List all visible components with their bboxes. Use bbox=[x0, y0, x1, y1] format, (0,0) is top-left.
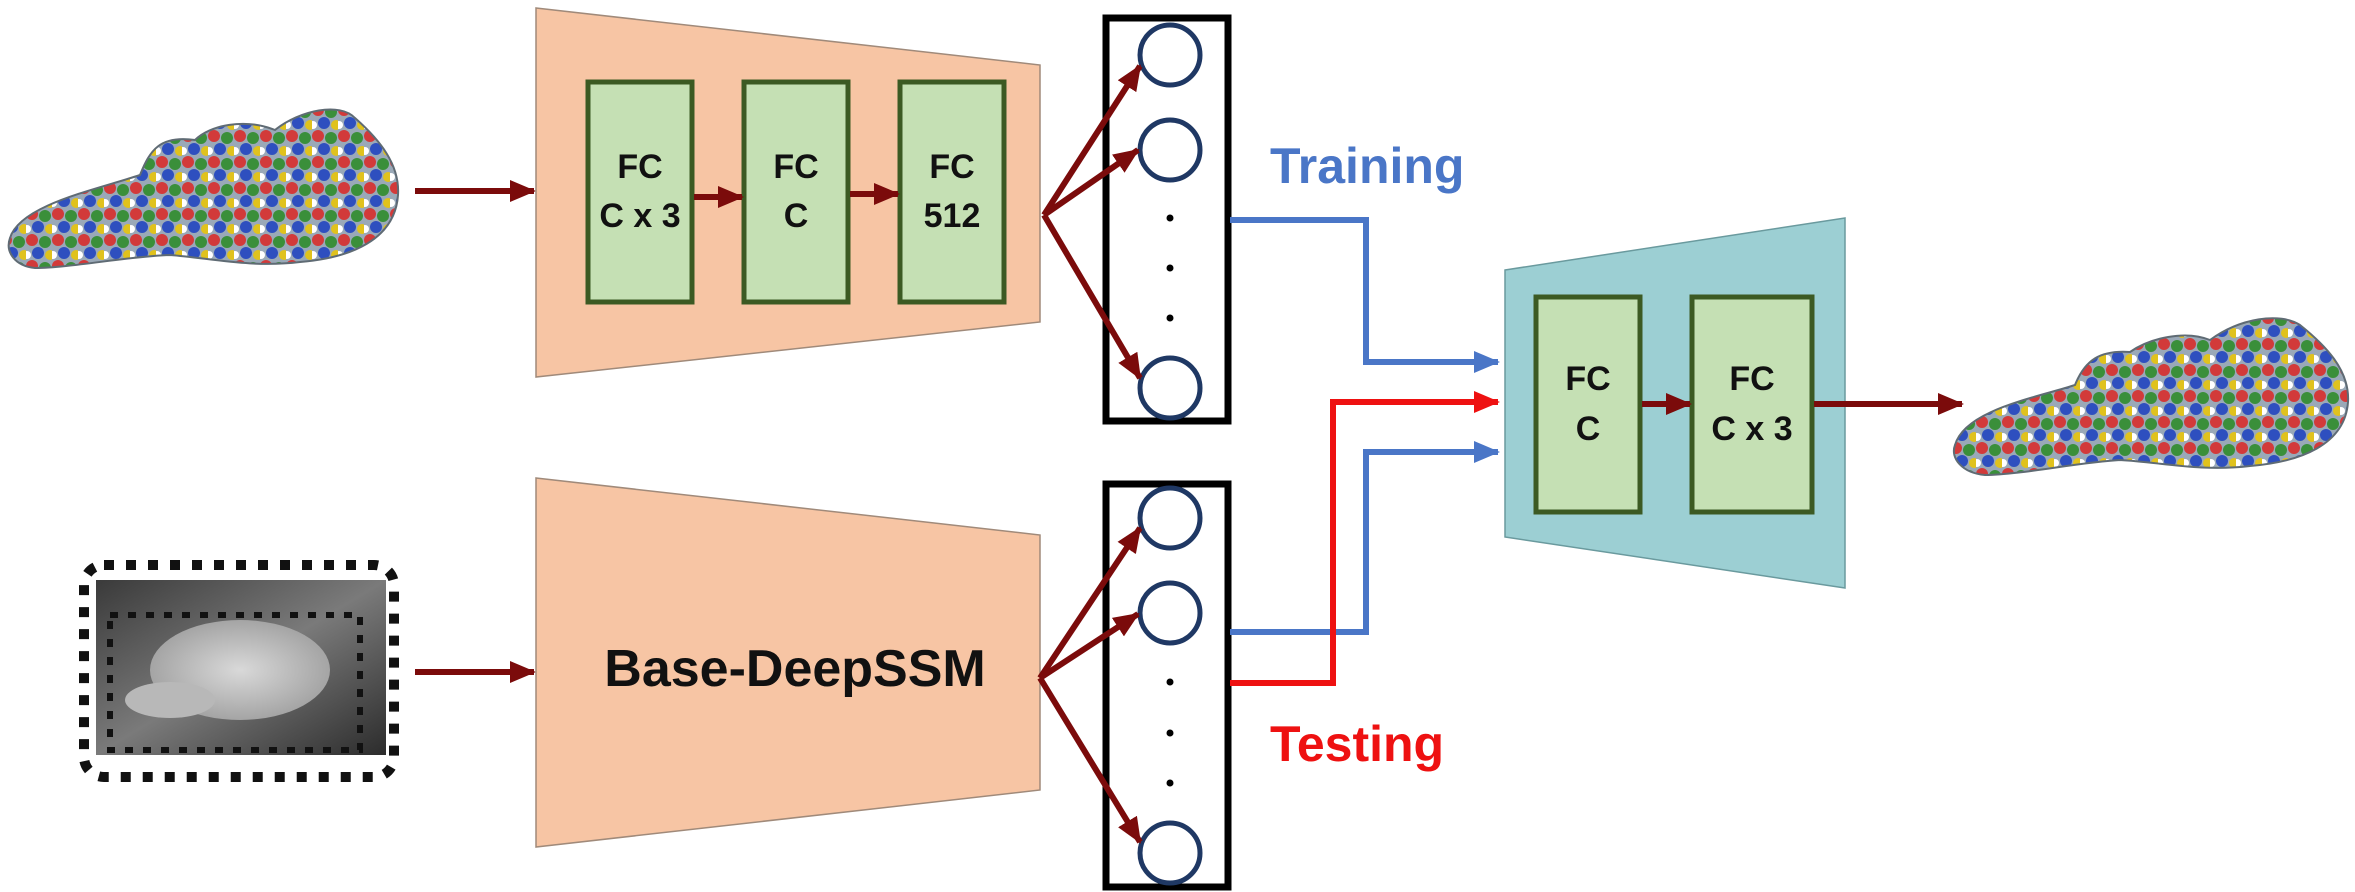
latent-circle bbox=[1137, 580, 1203, 646]
ellipsis-dot bbox=[1166, 729, 1174, 737]
encoder-fc-box-2: FC C bbox=[741, 79, 851, 305]
latent-circle bbox=[1137, 22, 1203, 88]
ellipsis-dot bbox=[1166, 678, 1174, 686]
latent-circle bbox=[1137, 485, 1203, 551]
fc-box-line2: C bbox=[784, 197, 809, 235]
latent-circle bbox=[1137, 355, 1203, 421]
testing-label: Testing bbox=[1270, 716, 1444, 772]
ellipsis-dot bbox=[1166, 264, 1174, 272]
training-path-top bbox=[1230, 217, 1500, 373]
input-shape-image bbox=[7, 108, 400, 270]
ellipsis-dot bbox=[1166, 214, 1174, 222]
training-path-bottom bbox=[1230, 441, 1500, 635]
fc-box-line2: 512 bbox=[924, 197, 981, 235]
fc-box-line1: FC bbox=[1565, 360, 1610, 398]
fan-arrows-bottom bbox=[1037, 526, 1143, 844]
ellipsis-dot bbox=[1166, 314, 1174, 322]
fc-box-line2: C bbox=[1576, 410, 1601, 448]
fc-box-line2: C x 3 bbox=[1711, 410, 1792, 448]
testing-path bbox=[1230, 391, 1500, 686]
output-shape-image bbox=[1952, 317, 2350, 477]
fc-box-line2: C x 3 bbox=[599, 197, 680, 235]
base-deepssm-label: Base-DeepSSM bbox=[604, 640, 985, 698]
encoder-fc-box-1: FC C x 3 bbox=[585, 79, 695, 305]
latent-vector-bottom bbox=[1102, 480, 1232, 891]
fc-box-line1: FC bbox=[1729, 360, 1774, 398]
training-label: Training bbox=[1270, 138, 1464, 194]
fan-arrows-top bbox=[1041, 64, 1143, 380]
encoder-fc-box-3: FC 512 bbox=[897, 79, 1007, 305]
decoder-fc-box-2: FC C x 3 bbox=[1689, 294, 1815, 515]
ellipsis-dot bbox=[1166, 779, 1174, 787]
latent-circle bbox=[1137, 117, 1203, 183]
fc-box-line1: FC bbox=[773, 148, 818, 186]
decoder-fc-box-1: FC C bbox=[1533, 294, 1643, 515]
latent-vector-top bbox=[1102, 14, 1232, 425]
base-deepssm-block bbox=[535, 477, 1041, 848]
latent-circle bbox=[1137, 820, 1203, 886]
fc-box-line1: FC bbox=[617, 148, 662, 186]
input-image-scan bbox=[64, 560, 399, 782]
fc-box-line1: FC bbox=[929, 148, 974, 186]
